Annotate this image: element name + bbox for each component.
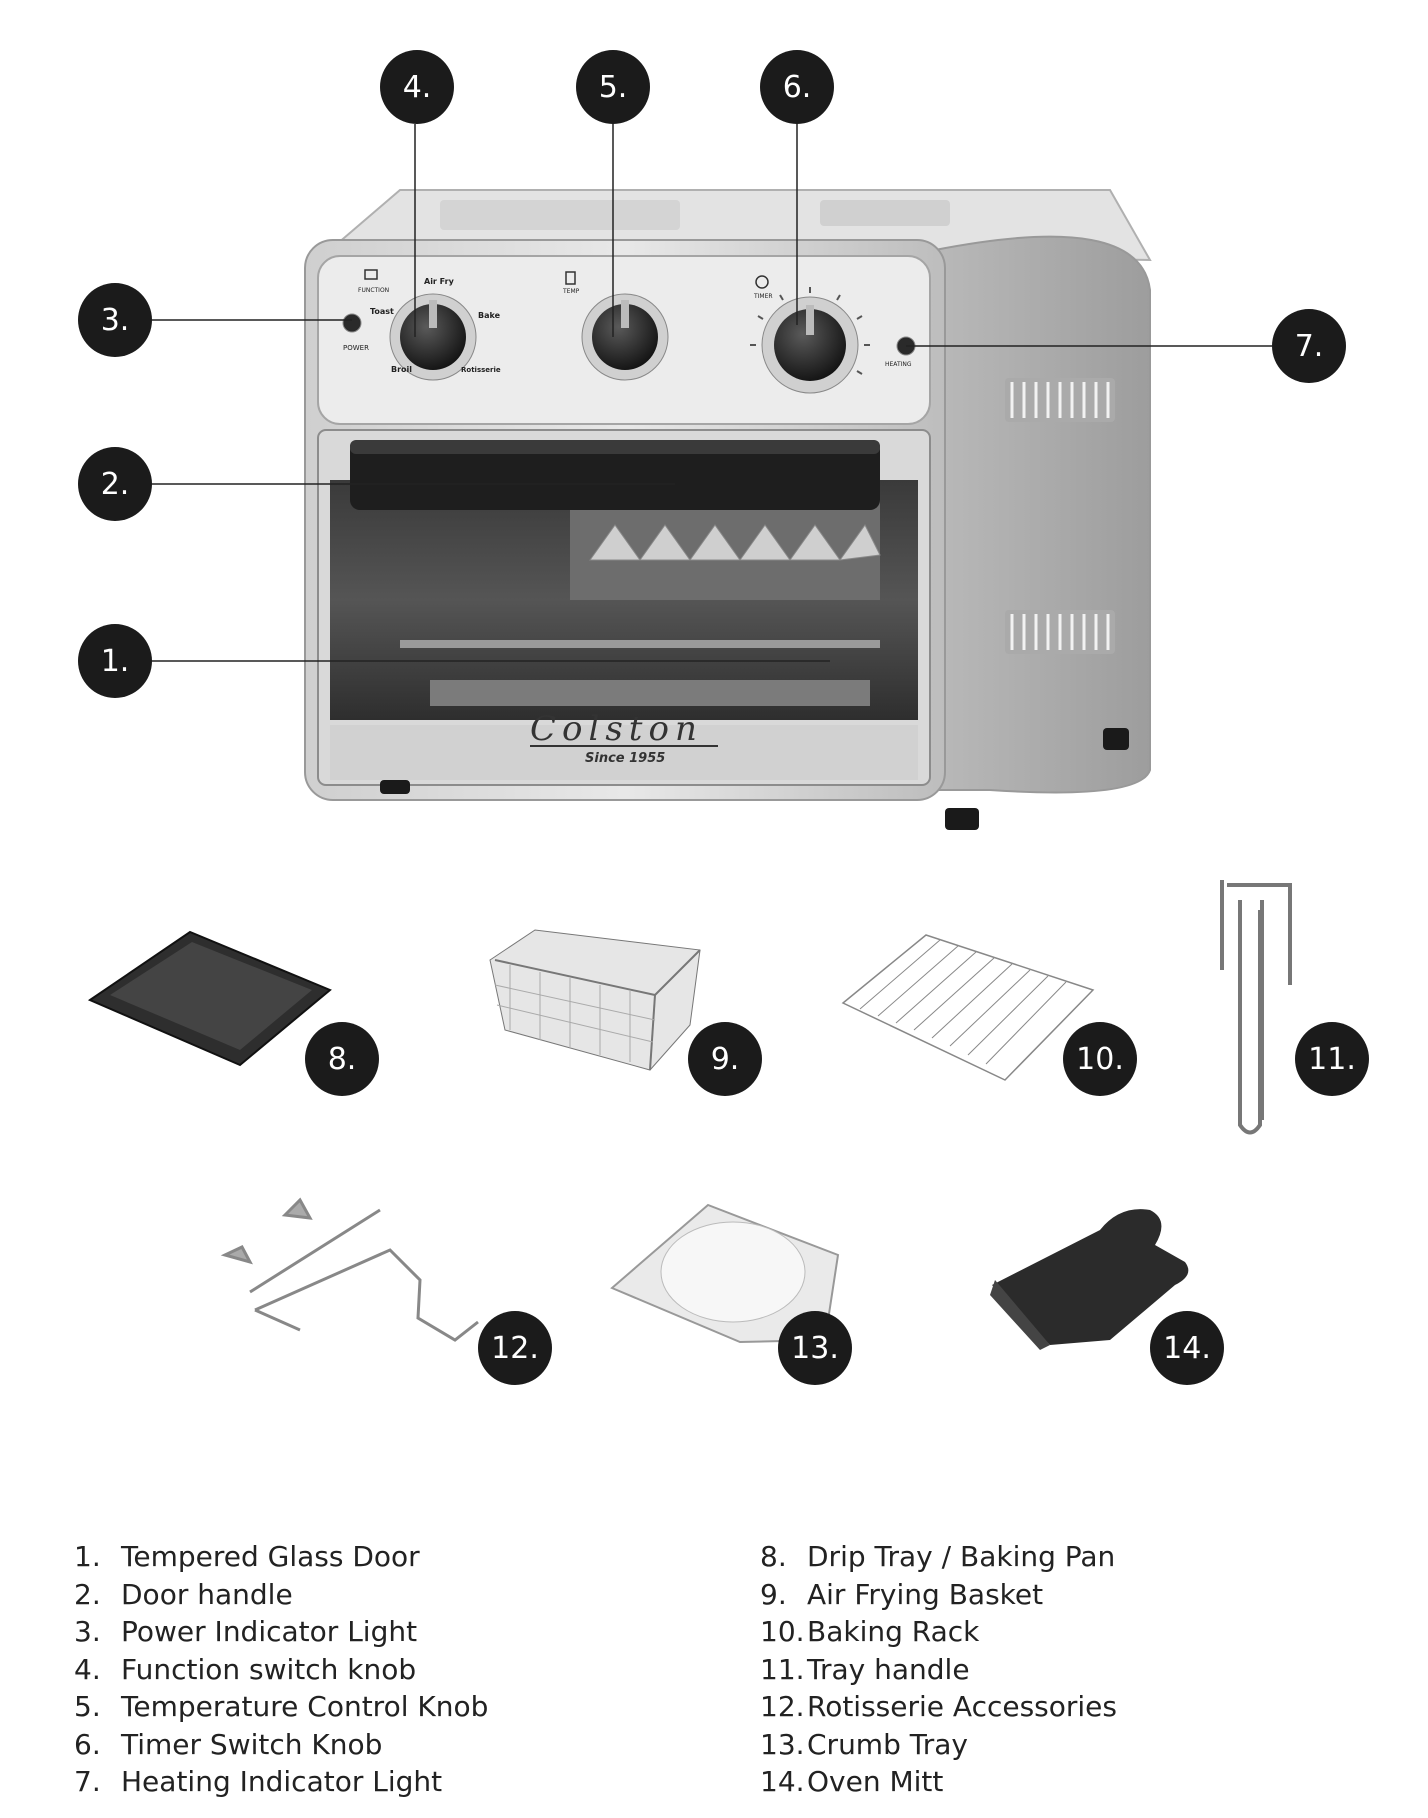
air-fry-label: Air Fry	[424, 277, 455, 286]
legend-item: 9.Air Frying Basket	[760, 1577, 1044, 1611]
legend-item: 1.Tempered Glass Door	[74, 1540, 420, 1573]
toast-label: Toast	[370, 307, 394, 316]
drip-tray-illustration	[87, 930, 332, 1067]
legend-item: 3.Power Indicator Light	[74, 1615, 418, 1648]
callout-badge-6: 6.	[760, 50, 834, 124]
panel-labels: FUNCTION POWER Air Fry Toast Bake Broil …	[343, 277, 912, 374]
heating-label: HEATING	[885, 361, 912, 368]
callout-badge-5: 5.	[576, 50, 650, 124]
legend-item: 11.Tray handle	[760, 1652, 970, 1686]
function-label: FUNCTION	[358, 287, 389, 294]
tray-handle-illustration	[1220, 880, 1292, 1135]
callout-badge-9: 9.	[688, 1022, 762, 1096]
oven	[304, 189, 1152, 830]
legend-item: 10.Baking Rack	[760, 1615, 980, 1648]
callout-badge-12: 12.	[478, 1311, 552, 1385]
legend-item: 14.Oven Mitt	[760, 1765, 944, 1798]
callout-badge-2: 2.	[78, 447, 152, 521]
leader-lines	[148, 124, 1272, 662]
legend-item: 5.Temperature Control Knob	[74, 1690, 489, 1723]
power-label: POWER	[343, 344, 369, 352]
timer-label: TIMER	[753, 293, 773, 300]
parts-legend-left: 1.Tempered Glass Door 2.Door handle 3.Po…	[74, 1538, 488, 1801]
legend-item: 6.Timer Switch Knob	[74, 1727, 383, 1761]
crumb-tray-illustration	[610, 1203, 840, 1344]
legend-item: 2.Door handle	[74, 1577, 293, 1611]
callout-badge-13: 13.	[778, 1311, 852, 1385]
callout-badge-3: 3.	[78, 283, 152, 357]
rotisserie-accessories-illustration	[220, 1197, 479, 1342]
legend-item: 4.Function switch knob	[74, 1652, 417, 1686]
baking-rack-illustration	[841, 934, 1095, 1081]
brand-since: Since 1955	[585, 751, 665, 766]
broil-label: Broil	[391, 365, 412, 374]
callout-badge-4: 4.	[380, 50, 454, 124]
bake-label: Bake	[478, 311, 501, 320]
air-frying-basket-illustration	[489, 929, 701, 1071]
callout-badge-1: 1.	[78, 624, 152, 698]
callout-badge-7: 7.	[1272, 309, 1346, 383]
legend-item: 8.Drip Tray / Baking Pan	[760, 1540, 1116, 1573]
parts-legend-right: 8.Drip Tray / Baking Pan 9.Air Frying Ba…	[760, 1538, 1117, 1801]
brand-name: Colston	[530, 709, 703, 749]
oven-mitt-illustration	[990, 1209, 1189, 1350]
callout-badge-8: 8.	[305, 1022, 379, 1096]
callout-badge-10: 10.	[1063, 1022, 1137, 1096]
callout-badge-14: 14.	[1150, 1311, 1224, 1385]
callout-badge-11: 11.	[1295, 1022, 1369, 1096]
temp-label: TEMP	[562, 288, 580, 295]
rotisserie-label: Rotisserie	[461, 366, 501, 374]
brand-logo: Colston Since 1955	[530, 709, 718, 766]
legend-item: 7.Heating Indicator Light	[74, 1765, 443, 1798]
legend-item: 12.Rotisserie Accessories	[760, 1690, 1117, 1723]
legend-item: 13.Crumb Tray	[760, 1727, 968, 1761]
